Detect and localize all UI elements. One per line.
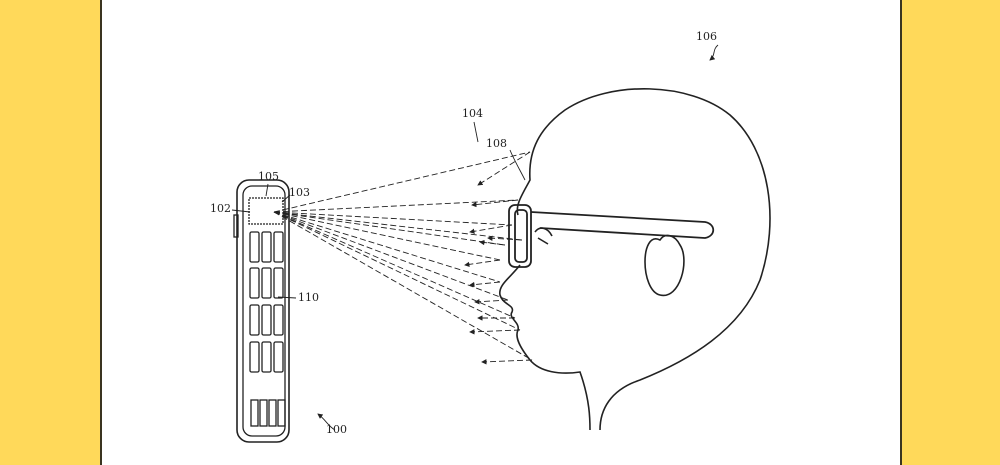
projected-ray xyxy=(273,211,516,319)
reflected-ray-arrow xyxy=(469,281,501,288)
projected-ray xyxy=(273,211,501,283)
reflected-ray-arrow xyxy=(471,199,519,208)
glasses xyxy=(508,204,715,268)
projected-ray xyxy=(273,211,513,226)
projected-ray xyxy=(273,199,519,213)
reflected-ray-arrow xyxy=(479,239,506,246)
label-106: 106 xyxy=(696,30,717,43)
app-icon xyxy=(249,231,260,263)
projected-ray xyxy=(273,211,509,301)
label-104: 104 xyxy=(462,107,483,120)
projected-ray xyxy=(273,211,521,331)
app-icon xyxy=(273,304,284,336)
app-icon xyxy=(261,304,272,336)
reference-leaders xyxy=(231,44,719,431)
app-icon xyxy=(249,267,260,299)
projected-ray xyxy=(273,211,501,261)
app-icon xyxy=(261,267,272,299)
app-icon xyxy=(261,341,272,373)
user-head xyxy=(499,88,771,431)
label-102: 102 xyxy=(210,202,231,215)
label-110: 110 xyxy=(298,291,319,304)
dock-icon xyxy=(250,399,259,427)
reflected-ray-arrow xyxy=(487,235,523,241)
reflected-ray-arrow xyxy=(469,329,521,335)
projected-ray xyxy=(273,151,531,213)
app-icon xyxy=(273,341,284,373)
projected-ray xyxy=(273,211,506,246)
projected-ray xyxy=(273,211,523,241)
label-103: 103 xyxy=(289,186,310,199)
app-icon-grid xyxy=(249,231,286,427)
reflected-ray-arrow xyxy=(469,224,513,234)
dock-icon xyxy=(277,399,286,427)
projected-ray xyxy=(273,211,533,361)
label-100: 100 xyxy=(326,423,347,436)
app-icon xyxy=(273,231,284,263)
dock-icon xyxy=(268,399,277,427)
app-icon xyxy=(249,341,260,373)
app-icon xyxy=(261,231,272,263)
label-105: 105 xyxy=(258,170,279,183)
phone-device xyxy=(233,179,290,443)
reflected-ray-arrow xyxy=(464,259,501,268)
app-icon xyxy=(249,304,260,336)
reflected-ray-arrow xyxy=(477,151,531,186)
reflected-ray-arrow xyxy=(481,359,533,365)
light-rays xyxy=(273,151,533,365)
app-icon xyxy=(273,267,284,299)
dock-icon xyxy=(259,399,268,427)
label-108: 108 xyxy=(486,137,507,150)
